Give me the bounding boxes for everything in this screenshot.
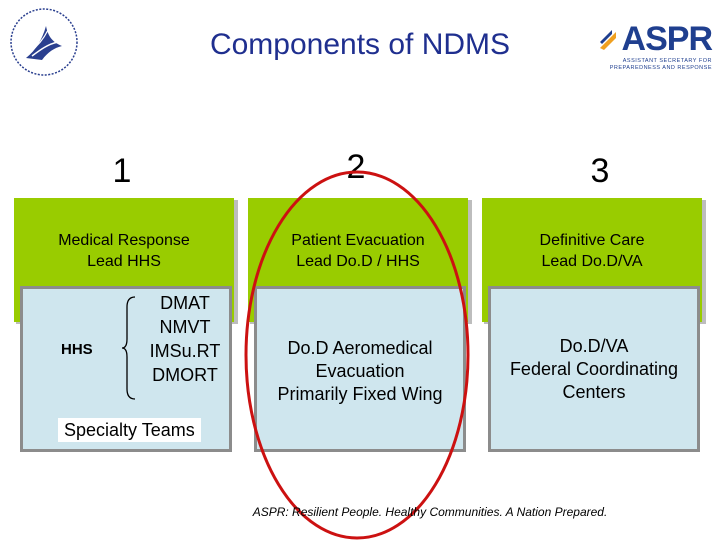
column-3-body-line: Centers [562, 382, 626, 402]
hhs-label: HHS [61, 341, 93, 358]
column-2-header-line-2: Lead Do.D / HHS [296, 253, 420, 270]
team-item: IMSu.RT [149, 341, 221, 361]
column-1-number: 1 [112, 152, 132, 190]
column-3-header-line-2: Lead Do.D/VA [541, 253, 643, 270]
column-2-body-line: Evacuation [315, 361, 405, 381]
column-3-body-box: Do.D/VA Federal Coordinating Centers [488, 286, 700, 452]
column-2-header-label: Patient Evacuation Lead Do.D / HHS [248, 230, 468, 272]
aspr-wordmark: ASPR [621, 20, 713, 58]
left-brace-icon [121, 296, 136, 400]
team-item: NMVT [159, 317, 211, 337]
column-3-header-label: Definitive Care Lead Do.D/VA [482, 230, 702, 272]
column-2-number: 2 [346, 148, 366, 186]
aspr-swoosh-icon [600, 30, 616, 50]
team-item: DMAT [160, 293, 210, 313]
team-item: DMORT [152, 365, 218, 385]
footer-tagline: ASPR: Resilient People. Healthy Communit… [252, 505, 608, 519]
column-3-body-text: Do.D/VA Federal Coordinating Centers [487, 335, 701, 404]
column-1-header-line-1: Medical Response [58, 232, 190, 249]
hhs-seal-icon [10, 8, 78, 76]
column-3-body-line: Federal Coordinating [509, 359, 679, 379]
aspr-logo: ASPR ASSISTANT SECRETARY FOR PREPAREDNES… [596, 20, 713, 80]
specialty-teams-label: Specialty Teams [58, 418, 201, 442]
column-2-body-box: Do.D Aeromedical Evacuation Primarily Fi… [254, 286, 466, 452]
column-3-header-line-1: Definitive Care [539, 232, 645, 249]
column-3-body-line: Do.D/VA [559, 336, 629, 356]
column-2-body-text: Do.D Aeromedical Evacuation Primarily Fi… [257, 337, 463, 406]
aspr-subtitle-line-2: PREPAREDNESS AND RESPONSE [609, 65, 712, 71]
column-2-body-line: Do.D Aeromedical [287, 338, 433, 358]
column-1-header-label: Medical Response Lead HHS [14, 230, 234, 272]
team-list: DMAT NMVT IMSu.RT DMORT [135, 291, 235, 387]
column-1-header-line-2: Lead HHS [87, 253, 161, 270]
column-2-header-line-1: Patient Evacuation [291, 232, 425, 249]
column-2-body-line: Primarily Fixed Wing [277, 384, 443, 404]
page-title: Components of NDMS [209, 28, 511, 61]
aspr-subtitle: ASSISTANT SECRETARY FOR PREPAREDNESS AND… [602, 58, 712, 72]
aspr-subtitle-line-1: ASSISTANT SECRETARY FOR [622, 58, 712, 64]
column-3-number: 3 [590, 152, 610, 190]
